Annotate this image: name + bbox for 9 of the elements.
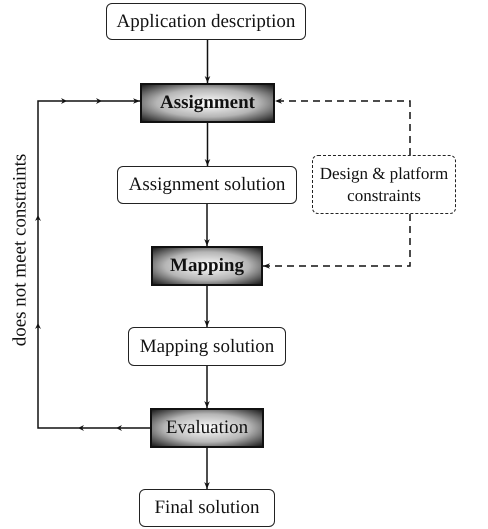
- process-box: Assignment: [140, 83, 275, 123]
- input-box: Application description: [106, 3, 306, 40]
- process-box: Evaluation: [150, 408, 264, 448]
- edge-label: does not meet constraints: [10, 154, 30, 346]
- result-box: Mapping solution: [128, 327, 286, 366]
- process-box: Mapping: [151, 246, 263, 286]
- result-box: Final solution: [139, 489, 275, 527]
- result-box: Assignment solution: [117, 166, 297, 204]
- constraints-box: Design & platform constraints: [312, 155, 456, 214]
